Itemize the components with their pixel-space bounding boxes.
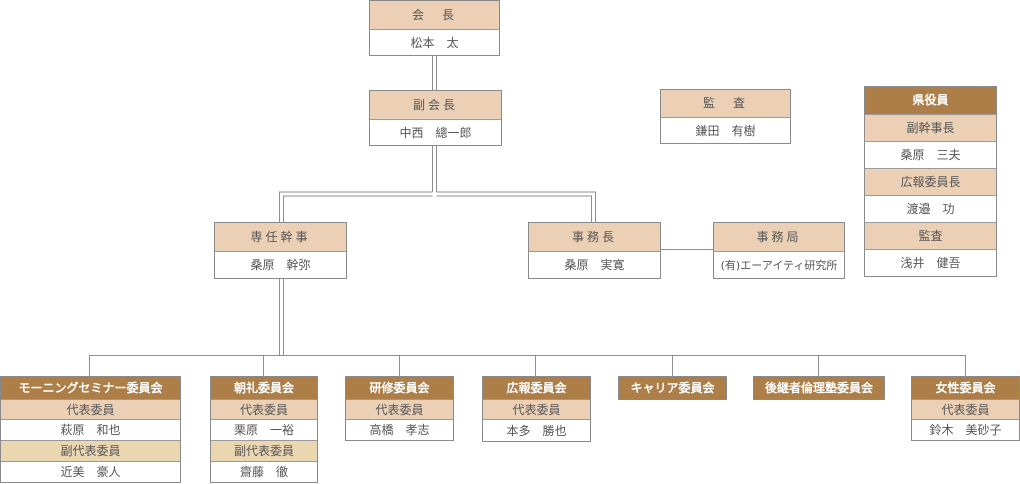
committee-training: 研修委員会 代表委員 高橋 孝志	[345, 376, 454, 441]
committee-member: 本多 勝也	[483, 419, 590, 441]
officer-role: 監査	[865, 222, 996, 249]
connector-to-secretary-b	[436, 195, 592, 222]
committee-role: 副代表委員	[211, 440, 317, 461]
president-box: 会 長 松本 太	[369, 0, 500, 56]
committee-women: 女性委員会 代表委員 鈴木 美砂子	[911, 376, 1020, 441]
committee-name: モーニングセミナー委員会	[1, 377, 180, 399]
managing-director-title: 専任幹事	[215, 223, 346, 251]
vice-president-title: 副会長	[370, 91, 501, 119]
managing-director-box: 専任幹事 桑原 幹弥	[214, 222, 347, 279]
secretary-general-title: 事務長	[529, 223, 660, 251]
committee-role: 代表委員	[211, 399, 317, 419]
committee-role: 代表委員	[912, 399, 1019, 419]
committee-name: 女性委員会	[912, 377, 1019, 399]
officer-name: 渡邉 功	[865, 195, 996, 222]
committee-name: キャリア委員会	[619, 377, 726, 399]
committee-member: 近美 豪人	[1, 461, 180, 482]
connector-to-secretary-a	[436, 191, 596, 222]
committee-morning-assembly: 朝礼委員会 代表委員 栗原 一裕 副代表委員 齋藤 徹	[210, 376, 318, 483]
officer-name: 桑原 三夫	[865, 141, 996, 168]
secretary-general-box: 事務長 桑原 実寛	[528, 222, 661, 279]
committee-member: 鈴木 美砂子	[912, 419, 1019, 440]
committee-successor-ethics: 後継者倫理塾委員会	[753, 376, 885, 400]
committee-role: 代表委員	[483, 399, 590, 419]
officer-name: 浅井 健吾	[865, 249, 996, 276]
committee-morning-seminar: モーニングセミナー委員会 代表委員 萩原 和也 副代表委員 近美 豪人	[0, 376, 181, 483]
auditor-name: 鎌田 有樹	[661, 117, 790, 143]
committee-member: 栗原 一裕	[211, 419, 317, 440]
committee-name: 研修委員会	[346, 377, 453, 399]
secretariat-name: (有)エーアイティ研究所	[714, 251, 844, 278]
president-name: 松本 太	[370, 29, 499, 55]
vice-president-box: 副会長 中西 總一郎	[369, 90, 502, 146]
secretary-general-name: 桑原 実寛	[529, 251, 660, 278]
managing-director-name: 桑原 幹弥	[215, 251, 346, 278]
connector-to-director-b	[283, 195, 433, 222]
committee-name: 広報委員会	[483, 377, 590, 399]
president-title: 会 長	[370, 1, 499, 29]
officer-role: 広報委員長	[865, 168, 996, 195]
connector-to-director-a	[279, 191, 433, 222]
auditor-box: 監 査 鎌田 有樹	[660, 89, 791, 144]
prefectural-officers-title: 県役員	[865, 87, 996, 114]
committee-pr: 広報委員会 代表委員 本多 勝也	[482, 376, 591, 442]
auditor-title: 監 査	[661, 90, 790, 117]
officer-role: 副幹事長	[865, 114, 996, 141]
secretariat-box: 事務局 (有)エーアイティ研究所	[713, 222, 845, 279]
vice-president-name: 中西 總一郎	[370, 119, 501, 145]
committee-name: 後継者倫理塾委員会	[754, 377, 884, 399]
secretariat-title: 事務局	[714, 223, 844, 251]
committee-role: 副代表委員	[1, 440, 180, 461]
committee-role: 代表委員	[1, 399, 180, 419]
committee-member: 高橋 孝志	[346, 419, 453, 440]
committee-career: キャリア委員会	[618, 376, 727, 400]
committee-member: 萩原 和也	[1, 419, 180, 440]
committee-role: 代表委員	[346, 399, 453, 419]
committee-name: 朝礼委員会	[211, 377, 317, 399]
committee-member: 齋藤 徹	[211, 461, 317, 482]
prefectural-officers-box: 県役員 副幹事長 桑原 三夫 広報委員長 渡邉 功 監査 浅井 健吾	[864, 86, 997, 277]
